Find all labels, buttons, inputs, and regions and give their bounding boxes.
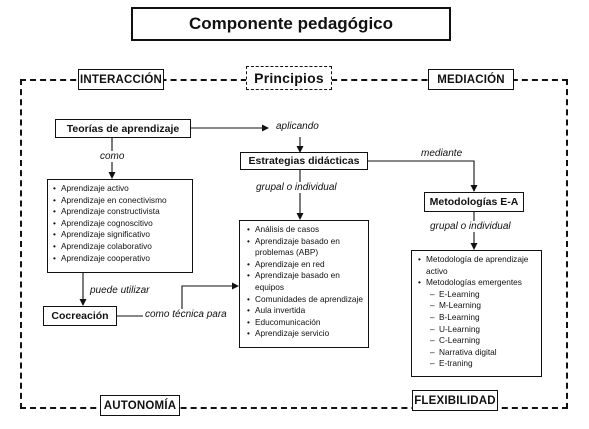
list-item: Aprendizaje significativo <box>52 229 188 241</box>
tag-autonomia: AUTONOMÍA <box>100 395 180 416</box>
list-item: Aprendizaje colaborativo <box>52 241 188 253</box>
list-item: Aprendizaje basado en equipos <box>246 270 364 293</box>
list-item: Comunidades de aprendizaje <box>246 294 364 306</box>
node-teorias: Teorías de aprendizaje <box>55 119 191 138</box>
list-subitem: E-traning <box>417 358 537 370</box>
list-item: Aprendizaje cognoscitivo <box>52 218 188 230</box>
label-aplicando: aplicando <box>274 121 321 132</box>
tag-mediacion: MEDIACIÓN <box>428 69 514 90</box>
list-subitem: U-Learning <box>417 324 537 336</box>
aprendizajes-list: Aprendizaje activo Aprendizaje en conect… <box>52 183 188 264</box>
label-como-tecnica-para: como técnica para <box>143 309 229 320</box>
diagram-title: Componente pedagógico <box>131 7 451 41</box>
node-estrategias: Estrategias didácticas <box>240 152 368 170</box>
metodologias-list-box: Metodología de aprendizaje activo Metodo… <box>411 250 542 377</box>
list-item: Aprendizaje constructivista <box>52 206 188 218</box>
list-subitem: Narrativa digital <box>417 347 537 359</box>
list-item: Aprendizaje cooperativo <box>52 253 188 265</box>
list-subitem: C-Learning <box>417 335 537 347</box>
list-item: Aprendizaje basado en problemas (ABP) <box>246 236 364 259</box>
arrow-estrategias-metodologias <box>368 160 478 192</box>
node-metodologias: Metodologías E-A <box>424 192 524 212</box>
list-subitem: M-Learning <box>417 300 537 312</box>
list-item: Aprendizaje en conectivismo <box>52 195 188 207</box>
list-item: Aprendizaje servicio <box>246 328 364 340</box>
list-item: Aula invertida <box>246 305 364 317</box>
list-item: Aprendizaje activo <box>52 183 188 195</box>
aprendizajes-list-box: Aprendizaje activo Aprendizaje en conect… <box>47 179 193 273</box>
tag-principios: Principios <box>246 66 332 90</box>
tecnicas-list-box: Análisis de casos Aprendizaje basado en … <box>239 220 369 348</box>
list-subitem: B-Learning <box>417 312 537 324</box>
list-item: Educomunicación <box>246 317 364 329</box>
tecnicas-list: Análisis de casos Aprendizaje basado en … <box>246 224 364 340</box>
metodologias-list: Metodología de aprendizaje activo Metodo… <box>417 254 537 370</box>
list-subitem: E-Learning <box>417 289 537 301</box>
label-mediante: mediante <box>419 148 465 159</box>
list-item: Metodología de aprendizaje activo <box>417 254 537 277</box>
label-puede-utilizar: puede utilizar <box>88 285 152 296</box>
list-item: Metodologías emergentes <box>417 277 537 289</box>
list-item: Análisis de casos <box>246 224 364 236</box>
label-como: como <box>98 151 127 162</box>
label-grupal-individual-2: grupal o individual <box>428 221 513 232</box>
tag-flexibilidad: FLEXIBILIDAD <box>412 390 498 411</box>
label-grupal-individual-1: grupal o individual <box>254 182 339 193</box>
list-item: Aprendizaje en red <box>246 259 364 271</box>
node-cocreacion: Cocreación <box>43 306 117 326</box>
tag-interaccion: INTERACCIÓN <box>78 69 164 90</box>
